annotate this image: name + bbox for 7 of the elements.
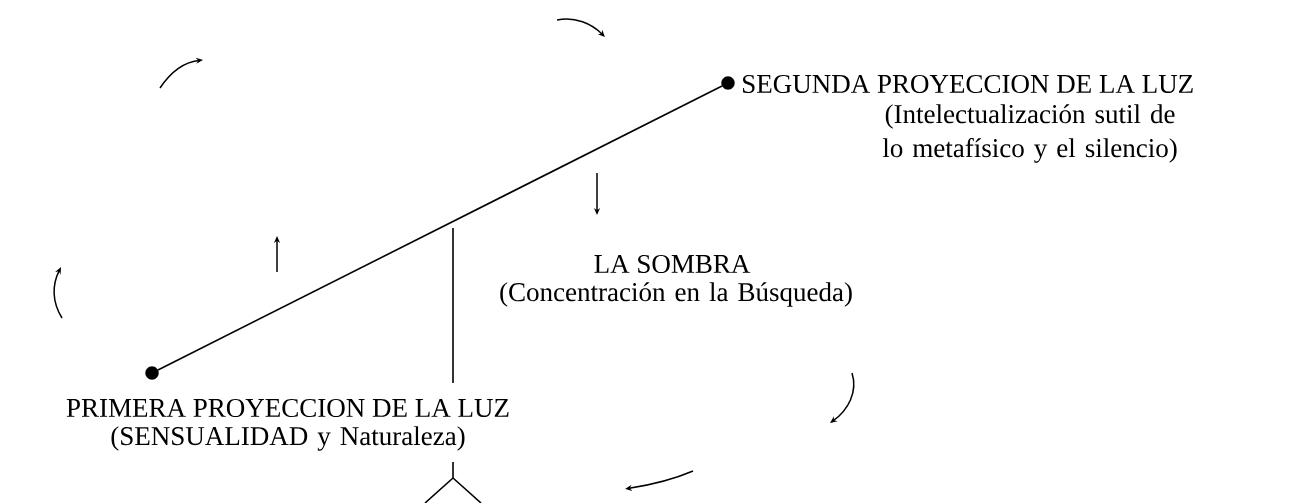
node-subtitle: (Concentración en la Búsqueda) — [500, 282, 852, 307]
node-title: LA SOMBRA — [594, 254, 751, 274]
beam-line — [157, 85, 723, 371]
node-subtitle: (SENSUALIDAD y Naturaleza) — [111, 426, 465, 451]
node-title: SEGUNDA PROYECCION DE LA LUZ — [743, 74, 1193, 94]
node-subtitle: (Intelectualización sutil de lo metafísico y el silencio) — [882, 104, 1177, 163]
node-title: PRIMERA PROYECCION DE LA LUZ — [66, 398, 509, 418]
